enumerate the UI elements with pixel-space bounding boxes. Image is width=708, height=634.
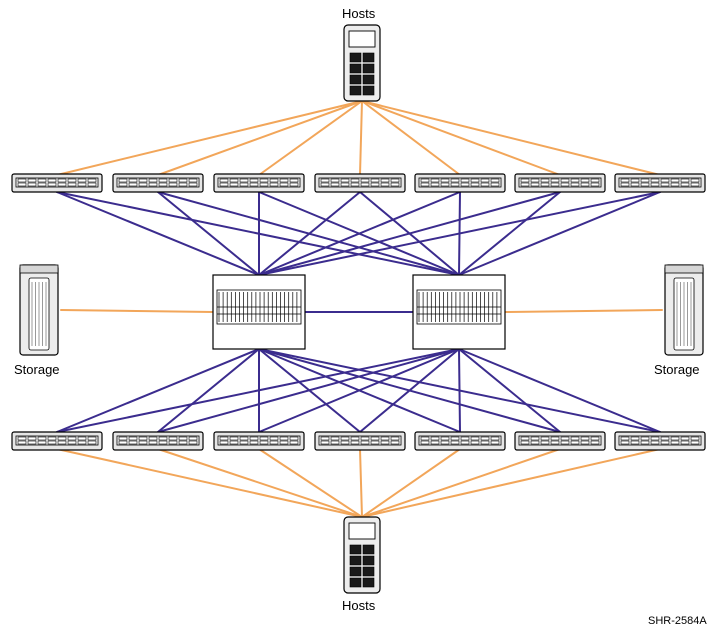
host-link-bottom-5	[361, 448, 461, 518]
edge-bottom-6	[514, 431, 606, 451]
fabric-link-top-7-left	[258, 191, 661, 276]
host-link-top-6	[361, 100, 561, 176]
fabric-link-top-6-left	[258, 191, 561, 276]
storage-right	[664, 264, 704, 356]
host-link-bottom-3	[258, 448, 363, 518]
hosts-bottom	[343, 516, 381, 594]
fabric-link-bottom-4-left	[258, 348, 361, 433]
host-link-bottom-4	[359, 448, 363, 518]
edge-top-2	[112, 173, 204, 193]
edge-top-6	[514, 173, 606, 193]
storage-link-left	[60, 309, 214, 313]
storage-left	[19, 264, 59, 356]
fabric-link-bottom-7-left	[258, 348, 661, 433]
host-link-top-1	[56, 100, 363, 176]
host-link-bottom-6	[361, 448, 561, 518]
edge-top-3	[213, 173, 305, 193]
nodes-layer	[11, 24, 706, 594]
fabric-link-top-1-left	[56, 191, 260, 276]
edge-bottom-7	[614, 431, 706, 451]
fabric-link-bottom-1-left	[56, 348, 260, 433]
edge-top-4	[314, 173, 406, 193]
edge-bottom-4	[314, 431, 406, 451]
storage-left-label: Storage	[14, 362, 60, 377]
host-link-top-4	[359, 100, 363, 176]
edge-bottom-1	[11, 431, 103, 451]
director-right	[412, 274, 506, 350]
fabric-link-bottom-2-left	[157, 348, 260, 433]
director-left	[212, 274, 306, 350]
storage-link-right	[504, 309, 663, 313]
fabric-link-top-5-left	[258, 191, 461, 276]
fabric-link-bottom-6-right	[458, 348, 561, 433]
fabric-link-bottom-5-left	[258, 348, 461, 433]
fabric-link-bottom-6-left	[258, 348, 561, 433]
edge-bottom-3	[213, 431, 305, 451]
fabric-link-top-4-left	[258, 191, 361, 276]
host-link-bottom-1	[56, 448, 363, 518]
hosts-top	[343, 24, 381, 102]
links-layer	[56, 100, 663, 518]
fabric-link-top-7-right	[458, 191, 661, 276]
edge-top-1	[11, 173, 103, 193]
fabric-link-bottom-7-right	[458, 348, 661, 433]
host-link-bottom-7	[361, 448, 661, 518]
edge-bottom-2	[112, 431, 204, 451]
fabric-link-top-2-left	[157, 191, 260, 276]
storage-right-label: Storage	[654, 362, 700, 377]
fabric-link-top-6-right	[458, 191, 561, 276]
host-link-bottom-2	[157, 448, 363, 518]
edge-bottom-5	[414, 431, 506, 451]
host-link-top-5	[361, 100, 461, 176]
host-link-top-3	[258, 100, 363, 176]
figure-id-label: SHR-2584A	[648, 615, 707, 627]
edge-top-7	[614, 173, 706, 193]
hosts-bottom-label: Hosts	[342, 598, 376, 613]
host-link-top-2	[157, 100, 363, 176]
hosts-top-label: Hosts	[342, 6, 376, 21]
host-link-top-7	[361, 100, 661, 176]
edge-top-5	[414, 173, 506, 193]
